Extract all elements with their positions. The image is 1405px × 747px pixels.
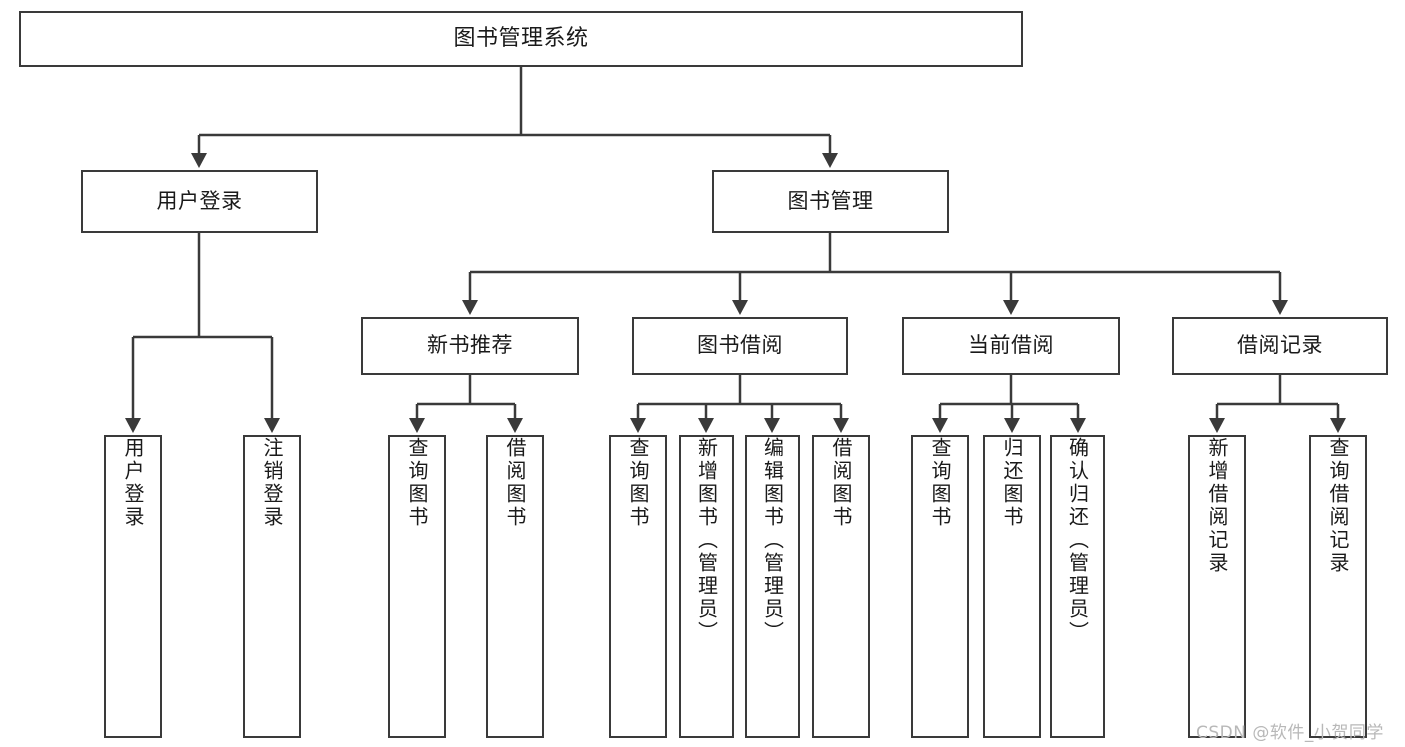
arrowhead-icon [1004, 418, 1020, 433]
arrowhead-icon [932, 418, 948, 433]
node-label: 编辑图书（管理员） [760, 437, 785, 644]
arrowhead-icon [1330, 418, 1346, 433]
node-label: 图书借阅 [697, 333, 783, 358]
node-leaf-add-book[interactable]: 新增图书（管理员） [679, 435, 734, 738]
node-label: 借阅记录 [1237, 333, 1323, 358]
node-leaf-edit-book[interactable]: 编辑图书（管理员） [745, 435, 800, 738]
node-label: 归还图书 [1000, 437, 1024, 529]
node-label: 注销登录 [260, 437, 284, 529]
arrowhead-icon [764, 418, 780, 433]
node-label: 新增图书（管理员） [694, 437, 719, 644]
arrowhead-icon [1070, 418, 1086, 433]
node-user-login[interactable]: 用户登录 [81, 170, 318, 233]
arrowhead-icon [833, 418, 849, 433]
node-leaf-query-book-3[interactable]: 查询图书 [911, 435, 969, 738]
node-leaf-return-book[interactable]: 归还图书 [983, 435, 1041, 738]
node-label: 查询图书 [405, 437, 429, 529]
arrowhead-icon [1209, 418, 1225, 433]
watermark-text: CSDN @软件_小贺同学 [1196, 723, 1384, 743]
arrowhead-icon [1272, 300, 1288, 315]
node-root-title[interactable]: 图书管理系统 [19, 11, 1023, 67]
arrowhead-icon [264, 418, 280, 433]
node-book-manage[interactable]: 图书管理 [712, 170, 949, 233]
node-label: 借阅图书 [829, 437, 853, 529]
node-label: 图书管理 [787, 188, 874, 213]
node-label: 查询图书 [626, 437, 650, 529]
arrowhead-icon [698, 418, 714, 433]
node-leaf-borrow-book-2[interactable]: 借阅图书 [812, 435, 870, 738]
node-current-borrow[interactable]: 当前借阅 [902, 317, 1120, 375]
arrowhead-icon [409, 418, 425, 433]
arrowhead-icon [462, 300, 478, 315]
node-label: 用户登录 [121, 437, 145, 529]
node-leaf-add-record[interactable]: 新增借阅记录 [1188, 435, 1246, 738]
node-label: 图书管理系统 [453, 25, 589, 51]
node-leaf-user-logout[interactable]: 注销登录 [243, 435, 301, 738]
node-label: 借阅图书 [503, 437, 527, 529]
node-label: 查询图书 [928, 437, 952, 529]
node-label: 确认归还（管理员） [1065, 437, 1090, 644]
node-leaf-user-login[interactable]: 用户登录 [104, 435, 162, 738]
node-book-borrow[interactable]: 图书借阅 [632, 317, 848, 375]
arrowhead-icon [822, 153, 838, 168]
node-leaf-query-record[interactable]: 查询借阅记录 [1309, 435, 1367, 738]
node-leaf-query-book-2[interactable]: 查询图书 [609, 435, 667, 738]
node-borrow-record[interactable]: 借阅记录 [1172, 317, 1388, 375]
node-new-book-recommend[interactable]: 新书推荐 [361, 317, 579, 375]
node-leaf-confirm-return[interactable]: 确认归还（管理员） [1050, 435, 1105, 738]
node-leaf-borrow-book-1[interactable]: 借阅图书 [486, 435, 544, 738]
node-label: 当前借阅 [968, 333, 1054, 358]
arrowhead-icon [507, 418, 523, 433]
arrowhead-icon [125, 418, 141, 433]
arrowhead-icon [1003, 300, 1019, 315]
node-leaf-query-book-1[interactable]: 查询图书 [388, 435, 446, 738]
arrowhead-icon [732, 300, 748, 315]
arrowhead-icon [630, 418, 646, 433]
node-label: 新书推荐 [427, 333, 513, 358]
node-label: 用户登录 [156, 188, 243, 213]
node-label: 新增借阅记录 [1205, 437, 1229, 575]
arrowhead-icon [191, 153, 207, 168]
node-label: 查询借阅记录 [1326, 437, 1350, 575]
